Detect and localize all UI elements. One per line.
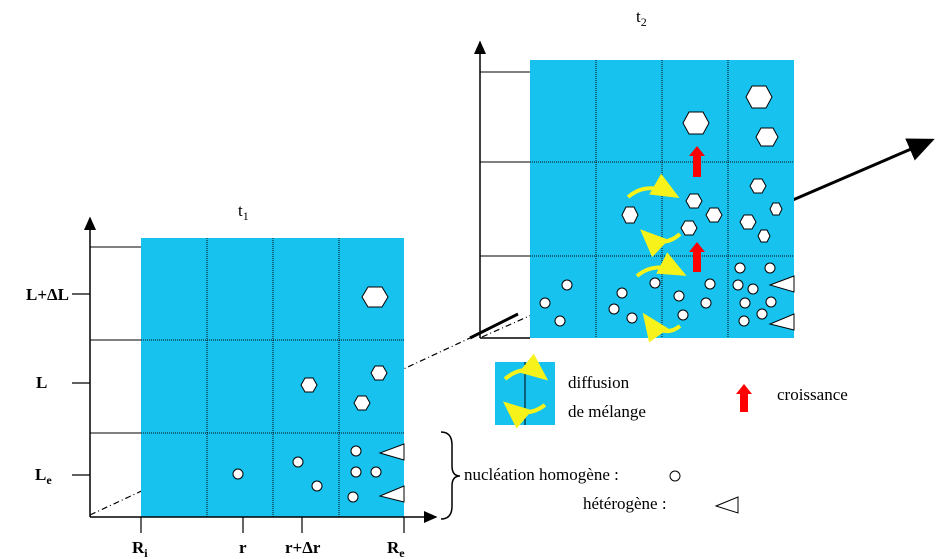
panel-t1 xyxy=(72,216,438,533)
nucleus-homogeneous xyxy=(673,290,685,302)
nucleus-homogeneous xyxy=(350,445,362,457)
growth-arrow xyxy=(689,146,705,177)
growth-arrow xyxy=(689,242,705,272)
nucleus-homogeneous xyxy=(616,287,628,299)
nucleus-homogeneous xyxy=(561,279,573,291)
nucleus-homogeneous xyxy=(554,315,566,327)
hexagon-crystal xyxy=(353,395,371,411)
y-label-l-delta: L+ΔL xyxy=(26,285,69,304)
legend-homogeneous-symbol xyxy=(669,470,681,482)
nucleus-homogeneous xyxy=(539,297,551,309)
hexagon-crystal xyxy=(705,207,723,223)
legend-growth-label: croissance xyxy=(777,385,848,404)
diffusion-arrow xyxy=(626,173,680,199)
hexagon-crystal xyxy=(361,286,389,308)
legend-diffusion-label-1: diffusion xyxy=(568,373,630,392)
nucleus-homogeneous xyxy=(677,309,689,321)
legend-diffusion-arrow-top xyxy=(503,353,549,381)
nucleus-homogeneous xyxy=(732,279,744,291)
hexagon-crystal xyxy=(685,193,703,209)
nucleus-homogeneous xyxy=(764,262,776,274)
legend-diffusion-label-2: de mélange xyxy=(568,402,646,421)
hexagon-crystal xyxy=(769,202,783,216)
nucleus-heterogeneous xyxy=(378,485,405,503)
nucleus-homogeneous xyxy=(756,308,768,320)
nucleus-homogeneous xyxy=(626,312,638,324)
hexagon-crystal xyxy=(739,214,757,230)
nucleus-homogeneous xyxy=(747,283,759,295)
hexagon-crystal xyxy=(680,220,698,236)
nucleus-homogeneous xyxy=(738,315,750,327)
hexagon-crystal xyxy=(370,365,388,381)
legend-growth-arrow xyxy=(736,384,752,412)
legend: diffusion de mélange croissance nucléati… xyxy=(464,353,848,514)
panel-t2-title: t2 xyxy=(636,7,647,29)
y-label-le: Le xyxy=(35,465,52,487)
panel-t1-fill xyxy=(141,238,404,517)
nucleus-homogeneous xyxy=(311,480,323,492)
nucleus-homogeneous xyxy=(347,491,359,503)
nucleus-homogeneous xyxy=(734,262,746,274)
diffusion-arrow xyxy=(642,312,682,343)
nucleus-homogeneous xyxy=(350,466,362,478)
hexagon-crystal xyxy=(300,377,318,393)
hexagon-crystal xyxy=(749,178,767,194)
nucleus-homogeneous xyxy=(704,278,716,290)
diffusion-arrow xyxy=(635,252,687,278)
legend-heterogeneous-symbol xyxy=(714,496,739,514)
nucleation-brace xyxy=(440,431,461,520)
nucleus-homogeneous xyxy=(765,296,777,308)
panel-t1-title: t1 xyxy=(238,201,249,223)
nucleus-homogeneous xyxy=(649,277,661,289)
nucleus-heterogeneous xyxy=(768,313,795,331)
nucleus-heterogeneous xyxy=(768,275,795,293)
nucleus-heterogeneous xyxy=(378,443,405,461)
nucleus-homogeneous xyxy=(292,456,304,468)
nucleus-homogeneous xyxy=(739,297,751,309)
time-axis-solid xyxy=(469,312,519,340)
hexagon-crystal xyxy=(682,111,710,135)
nucleus-homogeneous xyxy=(608,303,620,315)
hexagon-crystal xyxy=(621,206,639,224)
legend-diffusion-arrow-bottom xyxy=(502,401,547,429)
nucleus-homogeneous xyxy=(370,466,382,478)
y-label-l: L xyxy=(36,373,47,392)
nucleus-homogeneous xyxy=(700,297,712,309)
legend-nucleation-hetero-label: hétérogène : xyxy=(583,494,667,513)
x-label-ri: Ri xyxy=(132,538,148,559)
hexagon-crystal xyxy=(745,85,773,109)
panel-t2 xyxy=(474,40,795,343)
x-label-r-dr: r+Δr xyxy=(285,538,321,557)
hexagon-crystal xyxy=(757,229,771,243)
diffusion-arrow xyxy=(640,229,682,258)
x-label-re: Re xyxy=(387,538,405,559)
nucleus-homogeneous xyxy=(232,468,244,480)
x-label-r: r xyxy=(239,538,247,557)
legend-nucleation-homo-label: nucléation homogène : xyxy=(464,465,619,484)
hexagon-crystal xyxy=(755,127,779,147)
